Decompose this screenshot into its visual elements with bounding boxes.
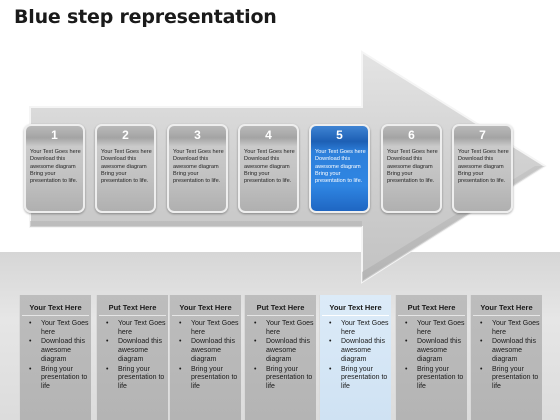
text-column-6: Put Text HereYour Text Goes hereDownload… xyxy=(395,295,467,420)
bullet-item: Bring your presentation to life xyxy=(396,366,467,392)
column-header: Your Text Here xyxy=(29,303,82,312)
bullet-item: Your Text Goes here xyxy=(396,320,467,337)
step-number: 1 xyxy=(51,128,58,142)
bullet-item: Your Text Goes here xyxy=(471,320,542,337)
column-divider xyxy=(172,315,239,316)
step-number: 3 xyxy=(194,128,201,142)
step-number: 6 xyxy=(408,128,415,142)
bullet-item: Bring your presentation to life xyxy=(245,366,316,392)
bullet-item: Download this awesome diagram xyxy=(170,338,241,364)
bullet-item: Your Text Goes here xyxy=(170,320,241,337)
column-divider xyxy=(247,315,314,316)
bullet-item: Download this awesome diagram xyxy=(320,338,391,364)
step-number: 2 xyxy=(122,128,129,142)
bullet-item: Download this awesome diagram xyxy=(20,338,91,364)
column-divider xyxy=(22,315,89,316)
text-column-7: Your Text HereYour Text Goes hereDownloa… xyxy=(470,295,542,420)
bullet-item: Your Text Goes here xyxy=(320,320,391,337)
step-text: Your Text Goes here Download this awesom… xyxy=(315,149,366,185)
step-text: Your Text Goes here Download this awesom… xyxy=(101,149,152,185)
bullet-item: Bring your presentation to life xyxy=(20,366,91,392)
arrow-shadow-facet xyxy=(30,166,545,282)
text-column-4: Put Text HereYour Text Goes hereDownload… xyxy=(244,295,316,420)
text-column-5: Your Text HereYour Text Goes hereDownloa… xyxy=(319,295,391,420)
bullet-item: Download this awesome diagram xyxy=(97,338,168,364)
text-column-3: Your Text HereYour Text Goes hereDownloa… xyxy=(169,295,241,420)
column-header: Your Text Here xyxy=(179,303,232,312)
bullet-item: Download this awesome diagram xyxy=(471,338,542,364)
column-header: Your Text Here xyxy=(480,303,533,312)
column-header: Put Text Here xyxy=(108,303,157,312)
column-divider xyxy=(398,315,465,316)
column-divider xyxy=(99,315,166,316)
bullet-item: Bring your presentation to life xyxy=(97,366,168,392)
step-number: 7 xyxy=(479,128,486,142)
bullet-item: Download this awesome diagram xyxy=(245,338,316,364)
step-text: Your Text Goes here Download this awesom… xyxy=(244,149,295,185)
bullet-item: Bring your presentation to life xyxy=(170,366,241,392)
column-header: Put Text Here xyxy=(256,303,305,312)
column-divider xyxy=(473,315,540,316)
text-column-2: Put Text HereYour Text Goes hereDownload… xyxy=(96,295,168,420)
bullet-item: Bring your presentation to life xyxy=(471,366,542,392)
column-header: Put Text Here xyxy=(407,303,456,312)
text-column-1: Your Text HereYour Text Goes hereDownloa… xyxy=(19,295,91,420)
step-number: 5 xyxy=(336,128,343,142)
step-number: 4 xyxy=(265,128,272,142)
bullet-item: Your Text Goes here xyxy=(97,320,168,337)
step-text: Your Text Goes here Download this awesom… xyxy=(173,149,224,185)
column-divider xyxy=(322,315,389,316)
column-header: Your Text Here xyxy=(329,303,382,312)
bullet-item: Bring your presentation to life xyxy=(320,366,391,392)
bullet-item: Your Text Goes here xyxy=(245,320,316,337)
step-text: Your Text Goes here Download this awesom… xyxy=(30,149,81,185)
step-text: Your Text Goes here Download this awesom… xyxy=(387,149,438,185)
bullet-item: Download this awesome diagram xyxy=(396,338,467,364)
page-title: Blue step representation xyxy=(14,6,277,28)
step-text: Your Text Goes here Download this awesom… xyxy=(458,149,509,185)
bullet-item: Your Text Goes here xyxy=(20,320,91,337)
